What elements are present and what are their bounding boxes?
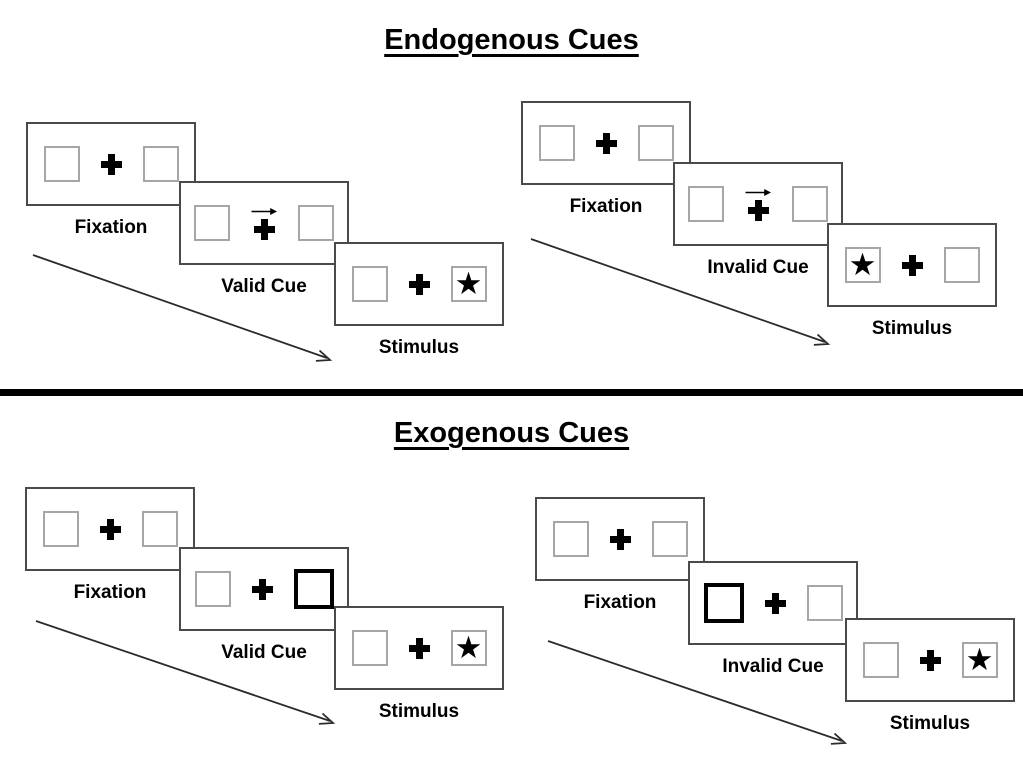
right-box xyxy=(651,521,688,557)
valid-cue-panel xyxy=(179,181,349,265)
left-box xyxy=(862,642,899,678)
star-icon: ★ xyxy=(454,265,483,301)
right-box xyxy=(637,125,674,161)
section-title-endogenous: Endogenous Cues xyxy=(384,24,639,56)
step-label: Invalid Cue xyxy=(722,656,824,677)
left-box xyxy=(43,146,80,182)
exogenous-valid-step-cue: Valid Cue xyxy=(179,547,349,664)
step-label: Stimulus xyxy=(378,337,460,358)
step-label: Fixation xyxy=(73,582,147,603)
fixation-cross-icon xyxy=(408,637,430,659)
left-box xyxy=(194,205,230,241)
fixation-cross-icon xyxy=(408,273,430,295)
fixation-panel xyxy=(521,101,691,185)
star-box: ★ xyxy=(961,641,998,678)
exogenous-valid-step-fixation: Fixation xyxy=(25,487,195,604)
step-label: Valid Cue xyxy=(221,642,307,663)
right-box xyxy=(141,511,178,547)
left-box xyxy=(351,630,388,666)
left-box xyxy=(688,186,724,222)
right-box xyxy=(806,585,843,621)
left-box xyxy=(552,521,589,557)
stimulus-panel: ★ xyxy=(827,223,997,307)
endogenous-invalid-step-stimulus: ★ Stimulus xyxy=(827,223,997,340)
endogenous-invalid-step-fixation: Fixation xyxy=(521,101,691,218)
step-label: Fixation xyxy=(74,217,148,238)
star-box: ★ xyxy=(450,265,487,302)
section-divider xyxy=(0,389,1023,396)
endogenous-valid-step-cue: Valid Cue xyxy=(179,181,349,298)
timeline-arrow-icon xyxy=(32,254,333,362)
timeline-arrow-icon xyxy=(547,640,848,745)
left-box xyxy=(538,125,575,161)
left-box xyxy=(42,511,79,547)
fixation-cross-icon xyxy=(747,200,769,221)
fixation-panel xyxy=(26,122,196,206)
exogenous-invalid-step-fixation: Fixation xyxy=(535,497,705,614)
highlighted-cue-box xyxy=(703,583,744,623)
fixation-cross-icon xyxy=(919,649,941,671)
invalid-cue-panel xyxy=(673,162,843,246)
step-label: Stimulus xyxy=(378,701,460,722)
invalid-cue-panel xyxy=(688,561,858,645)
endogenous-invalid-step-cue: Invalid Cue xyxy=(673,162,843,279)
exogenous-invalid-step-stimulus: ★ Stimulus xyxy=(845,618,1015,735)
fixation-cross-icon xyxy=(901,254,923,276)
section-title-exogenous: Exogenous Cues xyxy=(393,417,630,449)
fixation-panel xyxy=(25,487,195,571)
right-box xyxy=(142,146,179,182)
star-icon: ★ xyxy=(454,629,483,665)
cue-direction-arrow-icon xyxy=(745,189,771,196)
left-box xyxy=(351,266,388,302)
step-label: Valid Cue xyxy=(221,276,307,297)
fixation-cross-icon xyxy=(100,153,122,175)
cue-direction-arrow-icon xyxy=(251,208,277,215)
right-box xyxy=(792,186,828,222)
fixation-cross-icon xyxy=(595,132,617,154)
timeline-arrow-icon xyxy=(530,238,831,346)
valid-cue-panel xyxy=(179,547,349,631)
star-icon: ★ xyxy=(848,246,877,282)
step-label: Fixation xyxy=(583,592,657,613)
highlighted-cue-box xyxy=(293,569,334,609)
step-label: Fixation xyxy=(569,196,643,217)
fixation-cross-icon xyxy=(764,592,786,614)
left-box xyxy=(194,571,231,607)
exogenous-valid-step-stimulus: ★ Stimulus xyxy=(334,606,504,723)
endogenous-valid-step-fixation: Fixation xyxy=(26,122,196,239)
step-label: Stimulus xyxy=(871,318,953,339)
star-icon: ★ xyxy=(965,641,994,677)
right-box xyxy=(298,205,334,241)
fixation-cross-icon xyxy=(253,219,275,240)
step-label: Invalid Cue xyxy=(707,257,809,278)
fixation-panel xyxy=(535,497,705,581)
star-box: ★ xyxy=(844,246,881,283)
fixation-cross-icon xyxy=(251,578,273,600)
timeline-arrow-icon xyxy=(35,620,336,725)
fixation-cross-icon xyxy=(609,528,631,550)
stimulus-panel: ★ xyxy=(334,242,504,326)
endogenous-valid-step-stimulus: ★ Stimulus xyxy=(334,242,504,359)
fixation-cross-icon xyxy=(99,518,121,540)
stimulus-panel: ★ xyxy=(845,618,1015,702)
star-box: ★ xyxy=(450,629,487,666)
stimulus-panel: ★ xyxy=(334,606,504,690)
right-box xyxy=(943,247,980,283)
exogenous-invalid-step-cue: Invalid Cue xyxy=(688,561,858,678)
step-label: Stimulus xyxy=(889,713,971,734)
